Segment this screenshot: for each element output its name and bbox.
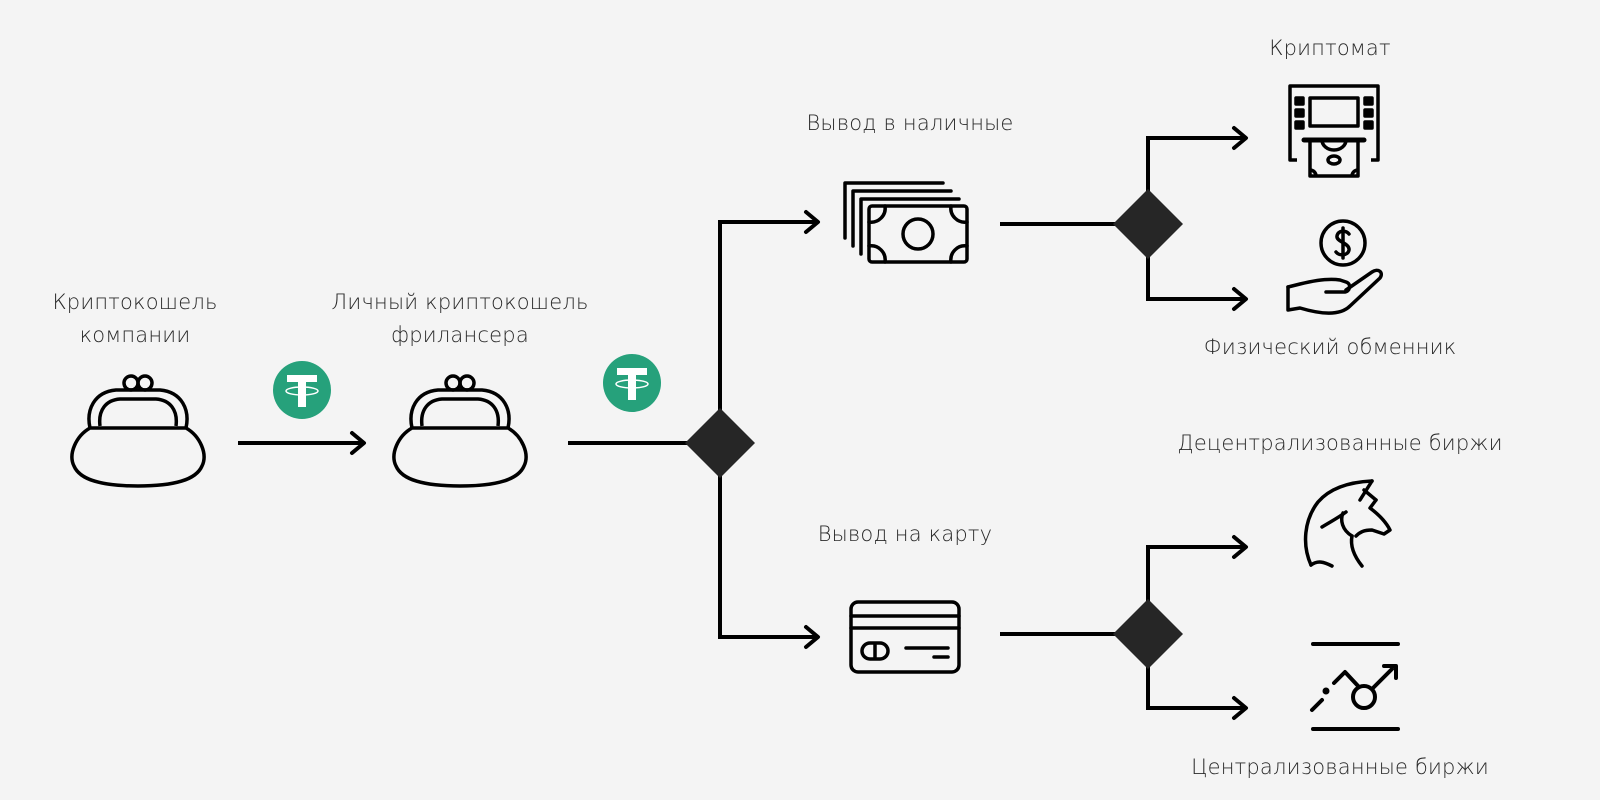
decision-diamond-cash: [1113, 189, 1183, 259]
arrowhead-dex: [1232, 535, 1248, 559]
arrowhead-cex: [1232, 696, 1248, 720]
tether-icon: [603, 354, 661, 412]
decision-diamond-withdrawal: [685, 408, 755, 478]
label-cex: Централизованные биржи: [1191, 755, 1489, 779]
trading-chart-icon: [1310, 642, 1400, 731]
arrowhead-atm: [1232, 126, 1248, 150]
decision-diamond-card: [1113, 599, 1183, 669]
label-freelancer-wallet-line1: Личный криптокошель: [331, 290, 589, 314]
label-freelancer-wallet-line2: фрилансера: [391, 323, 529, 347]
label-company-wallet: Криптокошель компании: [35, 286, 235, 352]
purse-icon: [392, 374, 528, 488]
label-freelancer-wallet: Личный криптокошель фрилансера: [310, 286, 610, 352]
arrowhead-freelancer: [350, 431, 366, 455]
label-card-out: Вывод на карту: [817, 522, 993, 546]
label-cash-out: Вывод в наличные: [806, 111, 1014, 135]
unicorn-icon: [1303, 479, 1392, 568]
connectors: [238, 126, 1248, 720]
label-physical-exchanger: Физический обменник: [1203, 335, 1457, 359]
connector-to-dex: [1146, 545, 1244, 606]
tether-icon: [273, 361, 331, 419]
connector-to-cash: [718, 220, 816, 415]
label-dex: Децентрализованные биржи: [1177, 431, 1503, 455]
label-company-wallet-line1: Криптокошель: [52, 290, 218, 314]
arrowhead-cash: [804, 210, 820, 234]
arrowhead-exchanger: [1232, 287, 1248, 311]
connector-to-card: [718, 471, 816, 639]
atm-icon: [1288, 84, 1380, 178]
connector-to-atm: [1146, 136, 1244, 196]
purse-icon: [70, 374, 206, 488]
hand-coin-icon: [1286, 219, 1384, 315]
label-crypto-atm: Криптомат: [1269, 36, 1391, 60]
label-company-wallet-line2: компании: [79, 323, 191, 347]
arrowhead-card: [804, 625, 820, 649]
credit-card-icon: [849, 600, 961, 674]
connector-to-exchanger: [1146, 252, 1244, 301]
cash-stack-icon: [843, 181, 969, 264]
connector-to-cex: [1146, 662, 1244, 710]
